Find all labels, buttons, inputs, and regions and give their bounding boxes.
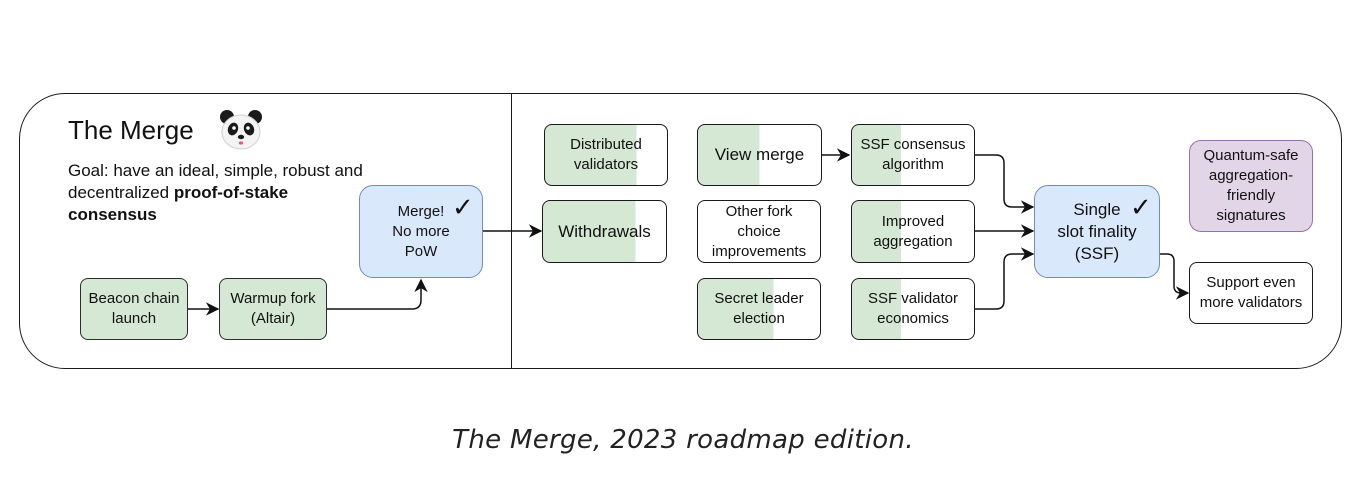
node-label: Single slot finality (SSF)	[1057, 199, 1137, 263]
node-label: Quantum-safe aggregation- friendly signa…	[1203, 147, 1299, 224]
goal-text-bold: proof-of-stake consensus	[68, 183, 289, 224]
distributed-validators-node: Distributed validators	[544, 124, 668, 186]
support-more-validators-node: Support even more validators	[1189, 262, 1313, 324]
node-label: View merge	[714, 145, 805, 164]
ssf-consensus-algorithm-node: SSF consensus algorithm	[851, 124, 975, 186]
other-fork-choice-node: Other fork choice improvements	[697, 200, 821, 263]
arrow-warmup-to-merge	[327, 278, 428, 310]
secret-leader-election-node: Secret leader election	[697, 278, 821, 340]
node-label: Beacon chain launch	[88, 290, 180, 327]
node-label: Merge! No more PoW	[392, 202, 450, 260]
check-mark-icon: ✓	[1130, 192, 1152, 222]
figure-caption: The Merge, 2023 roadmap edition.	[452, 425, 914, 455]
node-label: SSF consensus algorithm	[860, 136, 966, 173]
improved-aggregation-node: Improved aggregation	[851, 200, 975, 263]
arrow-ssf-to-support	[1160, 253, 1190, 300]
warmup-fork-node: Warmup fork (Altair)	[219, 278, 327, 340]
node-label: Withdrawals	[558, 221, 651, 241]
node-label: Warmup fork (Altair)	[230, 290, 316, 327]
single-slot-finality-node: Single slot finality (SSF) ✓	[1034, 185, 1160, 278]
goal-text-prefix: Goal: have an ideal, simple, robust and …	[68, 161, 363, 202]
node-label: Support even more validators	[1199, 274, 1303, 311]
beacon-chain-launch-node: Beacon chain launch	[80, 278, 188, 340]
node-label: Secret leader election	[714, 290, 804, 327]
arrow-ssfvalidator-to-ssf	[975, 247, 1035, 310]
arrow-ssfconsensus-to-ssf	[975, 154, 1035, 214]
withdrawals-node: Withdrawals	[542, 200, 667, 263]
section-title: The Merge	[68, 115, 194, 145]
merge-node: Merge! No more PoW ✓	[359, 185, 483, 278]
node-label: Distributed validators	[570, 136, 642, 173]
quantum-safe-signatures-node: Quantum-safe aggregation- friendly signa…	[1189, 140, 1313, 232]
goal-text: Goal: have an ideal, simple, robust and …	[68, 160, 368, 226]
node-label: Improved aggregation	[873, 212, 953, 250]
panda-icon	[220, 110, 262, 150]
merge-section-frame	[19, 93, 1342, 369]
node-label: SSF validator economics	[867, 290, 959, 327]
ssf-validator-economics-node: SSF validator economics	[851, 278, 975, 340]
node-label: Other fork choice improvements	[711, 202, 807, 260]
check-mark-icon: ✓	[452, 192, 474, 222]
view-merge-node: View merge	[697, 124, 822, 186]
